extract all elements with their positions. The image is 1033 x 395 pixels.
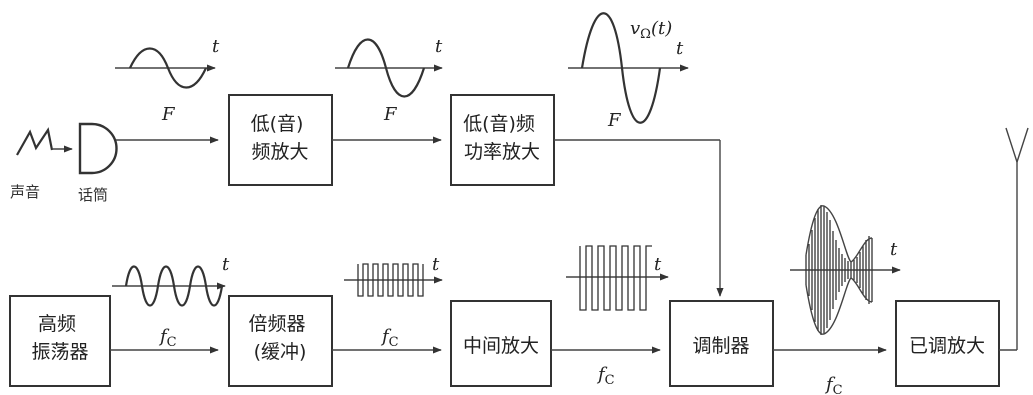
am-modulated-wave: t fC <box>790 205 901 395</box>
svg-text:F: F <box>161 104 176 125</box>
hf-oscillator-block <box>9 295 111 387</box>
svg-text:fC: fC <box>596 364 615 388</box>
low-freq-power-amp-label: 低(音)频 功率放大 <box>463 113 541 163</box>
svg-text:vΩ(t): vΩ(t) <box>630 18 672 42</box>
svg-text:t: t <box>654 254 662 275</box>
low-freq-amp-block <box>228 94 333 186</box>
svg-text:fC: fC <box>824 374 843 395</box>
sound-wave-icon <box>16 127 54 156</box>
carrier-wave-1: t fC <box>112 254 230 350</box>
intermediate-amp-block <box>450 300 552 387</box>
audio-wave-2: t F <box>335 36 443 125</box>
antenna-icon <box>1005 127 1029 163</box>
modulated-amp-label: 已调放大 <box>909 335 985 357</box>
microphone-icon <box>78 122 118 175</box>
svg-text:fC: fC <box>380 326 399 350</box>
hf-oscillator-label: 高频 振荡器 <box>31 313 88 363</box>
sound-label: 声音 <box>10 183 40 201</box>
audio-wave-1: t F <box>115 36 220 125</box>
svg-text:t: t <box>432 254 440 275</box>
carrier-wave-3: t fC <box>566 245 669 388</box>
svg-text:fC: fC <box>158 326 177 350</box>
low-freq-amp-label: 低(音) 频放大 <box>251 113 310 163</box>
svg-text:t: t <box>212 36 220 57</box>
svg-text:t: t <box>222 254 230 275</box>
modulator-block <box>669 300 774 387</box>
svg-text:t: t <box>435 36 443 57</box>
freq-multiplier-block <box>228 295 333 387</box>
svg-text:F: F <box>607 110 622 131</box>
modulated-amp-block <box>895 300 1000 387</box>
carrier-wave-2: t fC <box>344 254 443 350</box>
microphone-label: 话筒 <box>78 186 108 204</box>
modulator-label: 调制器 <box>692 335 749 357</box>
intermediate-amp-label: 中间放大 <box>463 335 539 357</box>
svg-text:F: F <box>383 104 398 125</box>
svg-text:t: t <box>676 38 684 59</box>
audio-wave-3: t F vΩ(t) <box>568 12 689 131</box>
low-freq-power-amp-block <box>450 94 555 186</box>
freq-multiplier-label: 倍频器 (缓冲) <box>248 313 311 363</box>
svg-text:t: t <box>890 239 898 260</box>
